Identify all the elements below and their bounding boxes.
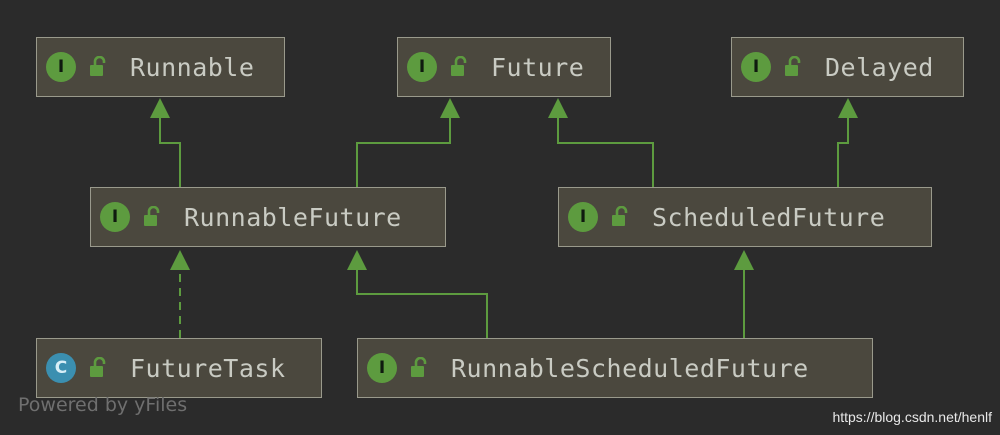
- class-icon: C: [46, 353, 76, 383]
- node-future[interactable]: I Future: [397, 37, 611, 97]
- arrowhead-delayed: [838, 98, 858, 118]
- arrowhead-future-left: [440, 98, 460, 118]
- open-lock-icon: [612, 206, 628, 226]
- edge-runnablefuture-future: [356, 118, 451, 187]
- node-runnablefuture[interactable]: I RunnableFuture: [90, 187, 446, 247]
- interface-icon: I: [46, 52, 76, 82]
- open-lock-icon: [411, 357, 427, 377]
- node-label: ScheduledFuture: [652, 202, 886, 232]
- edge-scheduledfuture-future: [557, 118, 654, 187]
- arrowhead-runnable: [150, 98, 170, 118]
- node-runnablescheduledfuture[interactable]: I RunnableScheduledFuture: [357, 338, 873, 398]
- node-delayed[interactable]: I Delayed: [731, 37, 964, 97]
- node-runnable[interactable]: I Runnable: [36, 37, 285, 97]
- source-url: https://blog.csdn.net/henlf: [832, 409, 992, 425]
- arrowhead-runnablefuture-right: [347, 250, 367, 270]
- edge-runnablescheduledfuture-runnablefuture: [356, 270, 488, 338]
- interface-icon: I: [568, 202, 598, 232]
- interface-icon: I: [407, 52, 437, 82]
- open-lock-icon: [90, 357, 106, 377]
- node-label: RunnableFuture: [184, 202, 402, 232]
- edge-scheduledfuture-delayed: [837, 118, 849, 187]
- interface-icon: I: [367, 353, 397, 383]
- yfiles-watermark: Powered by yFiles: [18, 394, 188, 416]
- node-label: Future: [491, 52, 585, 82]
- node-label: RunnableScheduledFuture: [451, 353, 809, 383]
- open-lock-icon: [451, 56, 467, 76]
- open-lock-icon: [90, 56, 106, 76]
- node-scheduledfuture[interactable]: I ScheduledFuture: [558, 187, 932, 247]
- node-futuretask[interactable]: C FutureTask: [36, 338, 322, 398]
- node-label: Runnable: [130, 52, 255, 82]
- arrowhead-future-right: [548, 98, 568, 118]
- node-label: FutureTask: [130, 353, 286, 383]
- edge-runnablefuture-runnable: [159, 118, 181, 187]
- node-label: Delayed: [825, 52, 934, 82]
- interface-icon: I: [741, 52, 771, 82]
- arrowhead-scheduledfuture: [734, 250, 754, 270]
- interface-icon: I: [100, 202, 130, 232]
- open-lock-icon: [785, 56, 801, 76]
- arrowhead-runnablefuture-left: [170, 250, 190, 270]
- open-lock-icon: [144, 206, 160, 226]
